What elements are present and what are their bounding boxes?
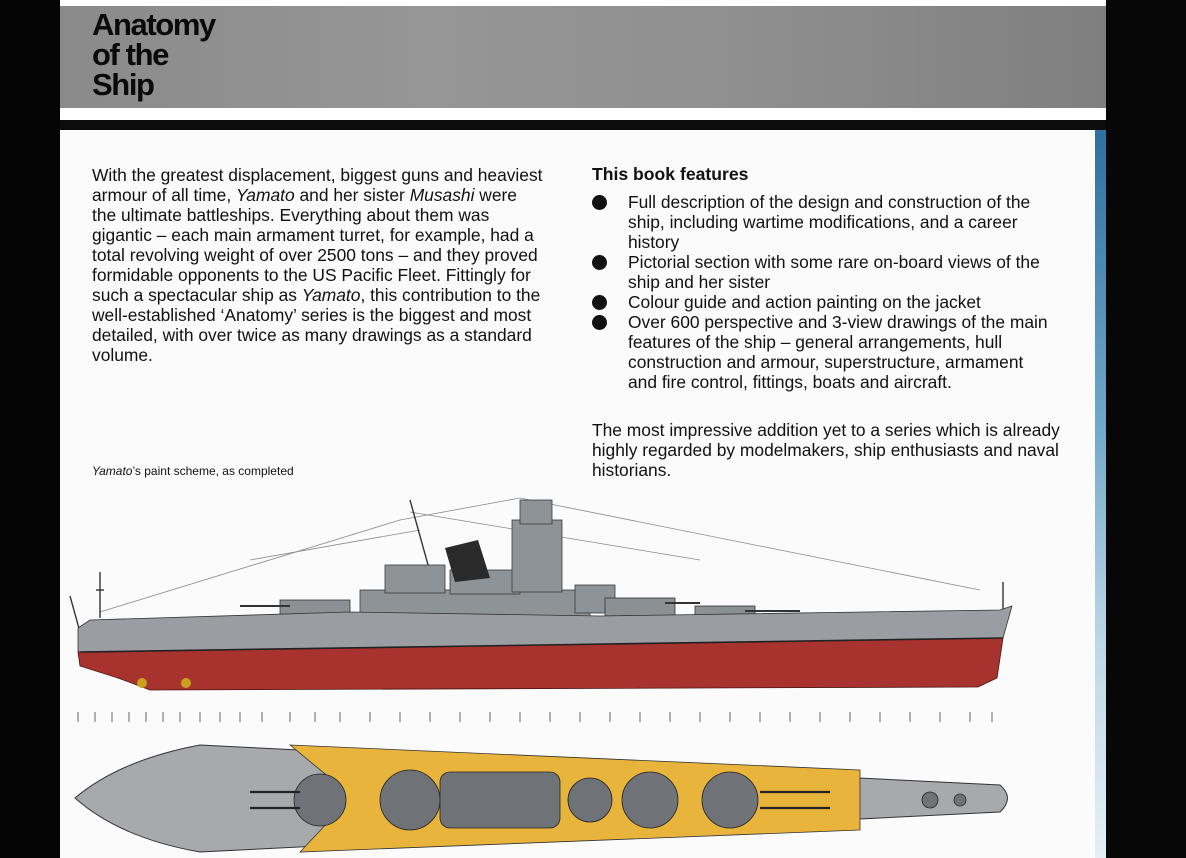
gun-barrels bbox=[240, 602, 800, 612]
plan-gun-barrels bbox=[250, 790, 830, 810]
feature-item: Over 600 perspective and 3-view drawings… bbox=[592, 312, 1052, 392]
bullet-icon bbox=[592, 295, 607, 310]
bullet-icon bbox=[592, 315, 607, 330]
intro-ship-name-2: Musashi bbox=[409, 185, 475, 205]
paint-scheme-caption: Yamato’s paint scheme, as completed bbox=[92, 464, 294, 478]
funnel bbox=[445, 540, 490, 582]
hull-red bbox=[77, 637, 1004, 691]
title-line-1: Anatomy bbox=[92, 7, 216, 42]
bullet-icon bbox=[592, 195, 607, 210]
feature-item: Pictorial section with some rare on-boar… bbox=[592, 252, 1052, 292]
caption-ship-name: Yamato bbox=[92, 464, 133, 478]
left-dark-border bbox=[0, 0, 60, 858]
features-heading: This book features bbox=[592, 164, 749, 184]
intro-ship-name-1: Yamato bbox=[236, 185, 295, 205]
deck-fittings bbox=[293, 769, 967, 831]
intro-ship-name-3: Yamato bbox=[301, 285, 361, 305]
header-band bbox=[60, 6, 1108, 108]
feature-text: Colour guide and action painting on the … bbox=[628, 292, 981, 312]
frame-station-marks bbox=[77, 712, 993, 722]
closing-paragraph: The most impressive addition yet to a se… bbox=[592, 420, 1060, 480]
features-list: Full description of the design and const… bbox=[592, 192, 1052, 392]
feature-text: Full description of the design and const… bbox=[628, 192, 1031, 252]
title-line-3: Ship bbox=[92, 67, 155, 102]
intro-text-4: , this contribution to the well-establis… bbox=[92, 285, 541, 365]
right-dark-border bbox=[1106, 0, 1186, 858]
caption-text: ’s paint scheme, as completed bbox=[132, 464, 294, 478]
feature-item: Colour guide and action painting on the … bbox=[592, 292, 1052, 312]
intro-paragraph: With the greatest displacement, biggest … bbox=[92, 165, 544, 365]
feature-text: Over 600 perspective and 3-view drawings… bbox=[628, 312, 1048, 392]
waterline bbox=[79, 637, 1004, 653]
series-title: Anatomy of the Ship bbox=[92, 7, 216, 102]
header-divider-line bbox=[60, 120, 1108, 130]
feature-text: Pictorial section with some rare on-boar… bbox=[628, 252, 1040, 292]
intro-text-2: and her sister bbox=[294, 185, 410, 205]
ship-plan-drawing bbox=[74, 744, 1008, 853]
right-blue-edge bbox=[1095, 130, 1109, 858]
bullet-icon bbox=[592, 255, 607, 270]
intro-text-3: were the ultimate battleships. Everythin… bbox=[92, 185, 538, 305]
superstructure bbox=[359, 499, 616, 621]
ship-profile-drawing bbox=[69, 497, 1013, 691]
page-body bbox=[60, 130, 1100, 858]
feature-item: Full description of the design and const… bbox=[592, 192, 1052, 252]
title-line-2: of the bbox=[92, 37, 169, 72]
intro-text-1: With the greatest displacement, biggest … bbox=[92, 165, 543, 205]
propellers bbox=[137, 678, 191, 688]
